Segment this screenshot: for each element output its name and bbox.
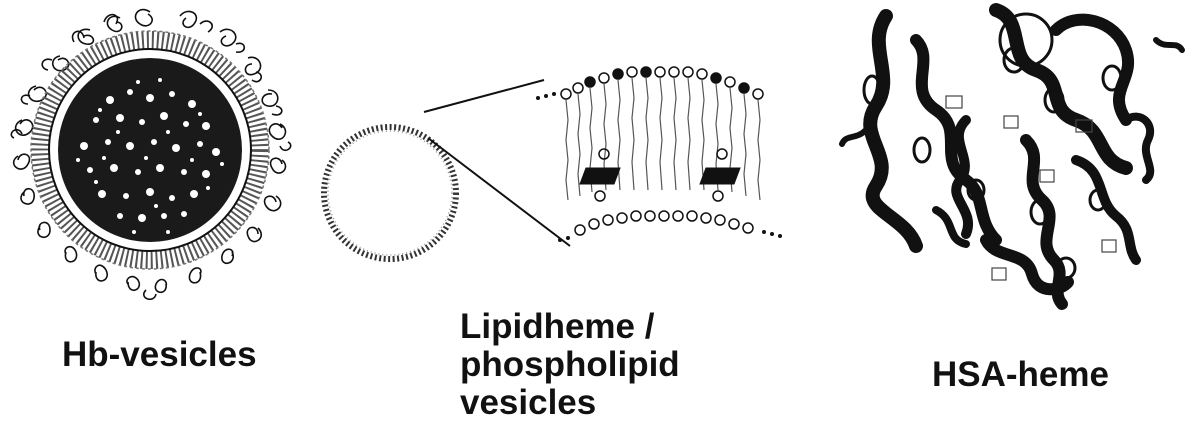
lipidheme-label-line-1: Lipidheme /	[460, 308, 760, 346]
lipidheme-label-line-3: vesicles	[460, 384, 760, 422]
hsa-heme-illustration	[826, 0, 1196, 340]
hsa-heme-label: HSA-heme	[932, 356, 1152, 394]
hb-vesicle-illustration	[0, 0, 300, 300]
vesicle-circle	[324, 127, 456, 259]
protein-ribbon	[842, 10, 1182, 304]
lipidheme-label-line-2: phospholipid	[460, 346, 760, 384]
lipidheme-phospholipid-vesicles-label: Lipidheme / phospholipid vesicles	[460, 308, 760, 422]
hb-vesicles-label: Hb-vesicles	[62, 336, 282, 374]
bilayer-segment	[536, 67, 782, 242]
lipidheme-vesicle-illustration	[318, 60, 788, 340]
hemoglobin-core	[58, 58, 242, 242]
inner-head-groups	[575, 211, 753, 235]
